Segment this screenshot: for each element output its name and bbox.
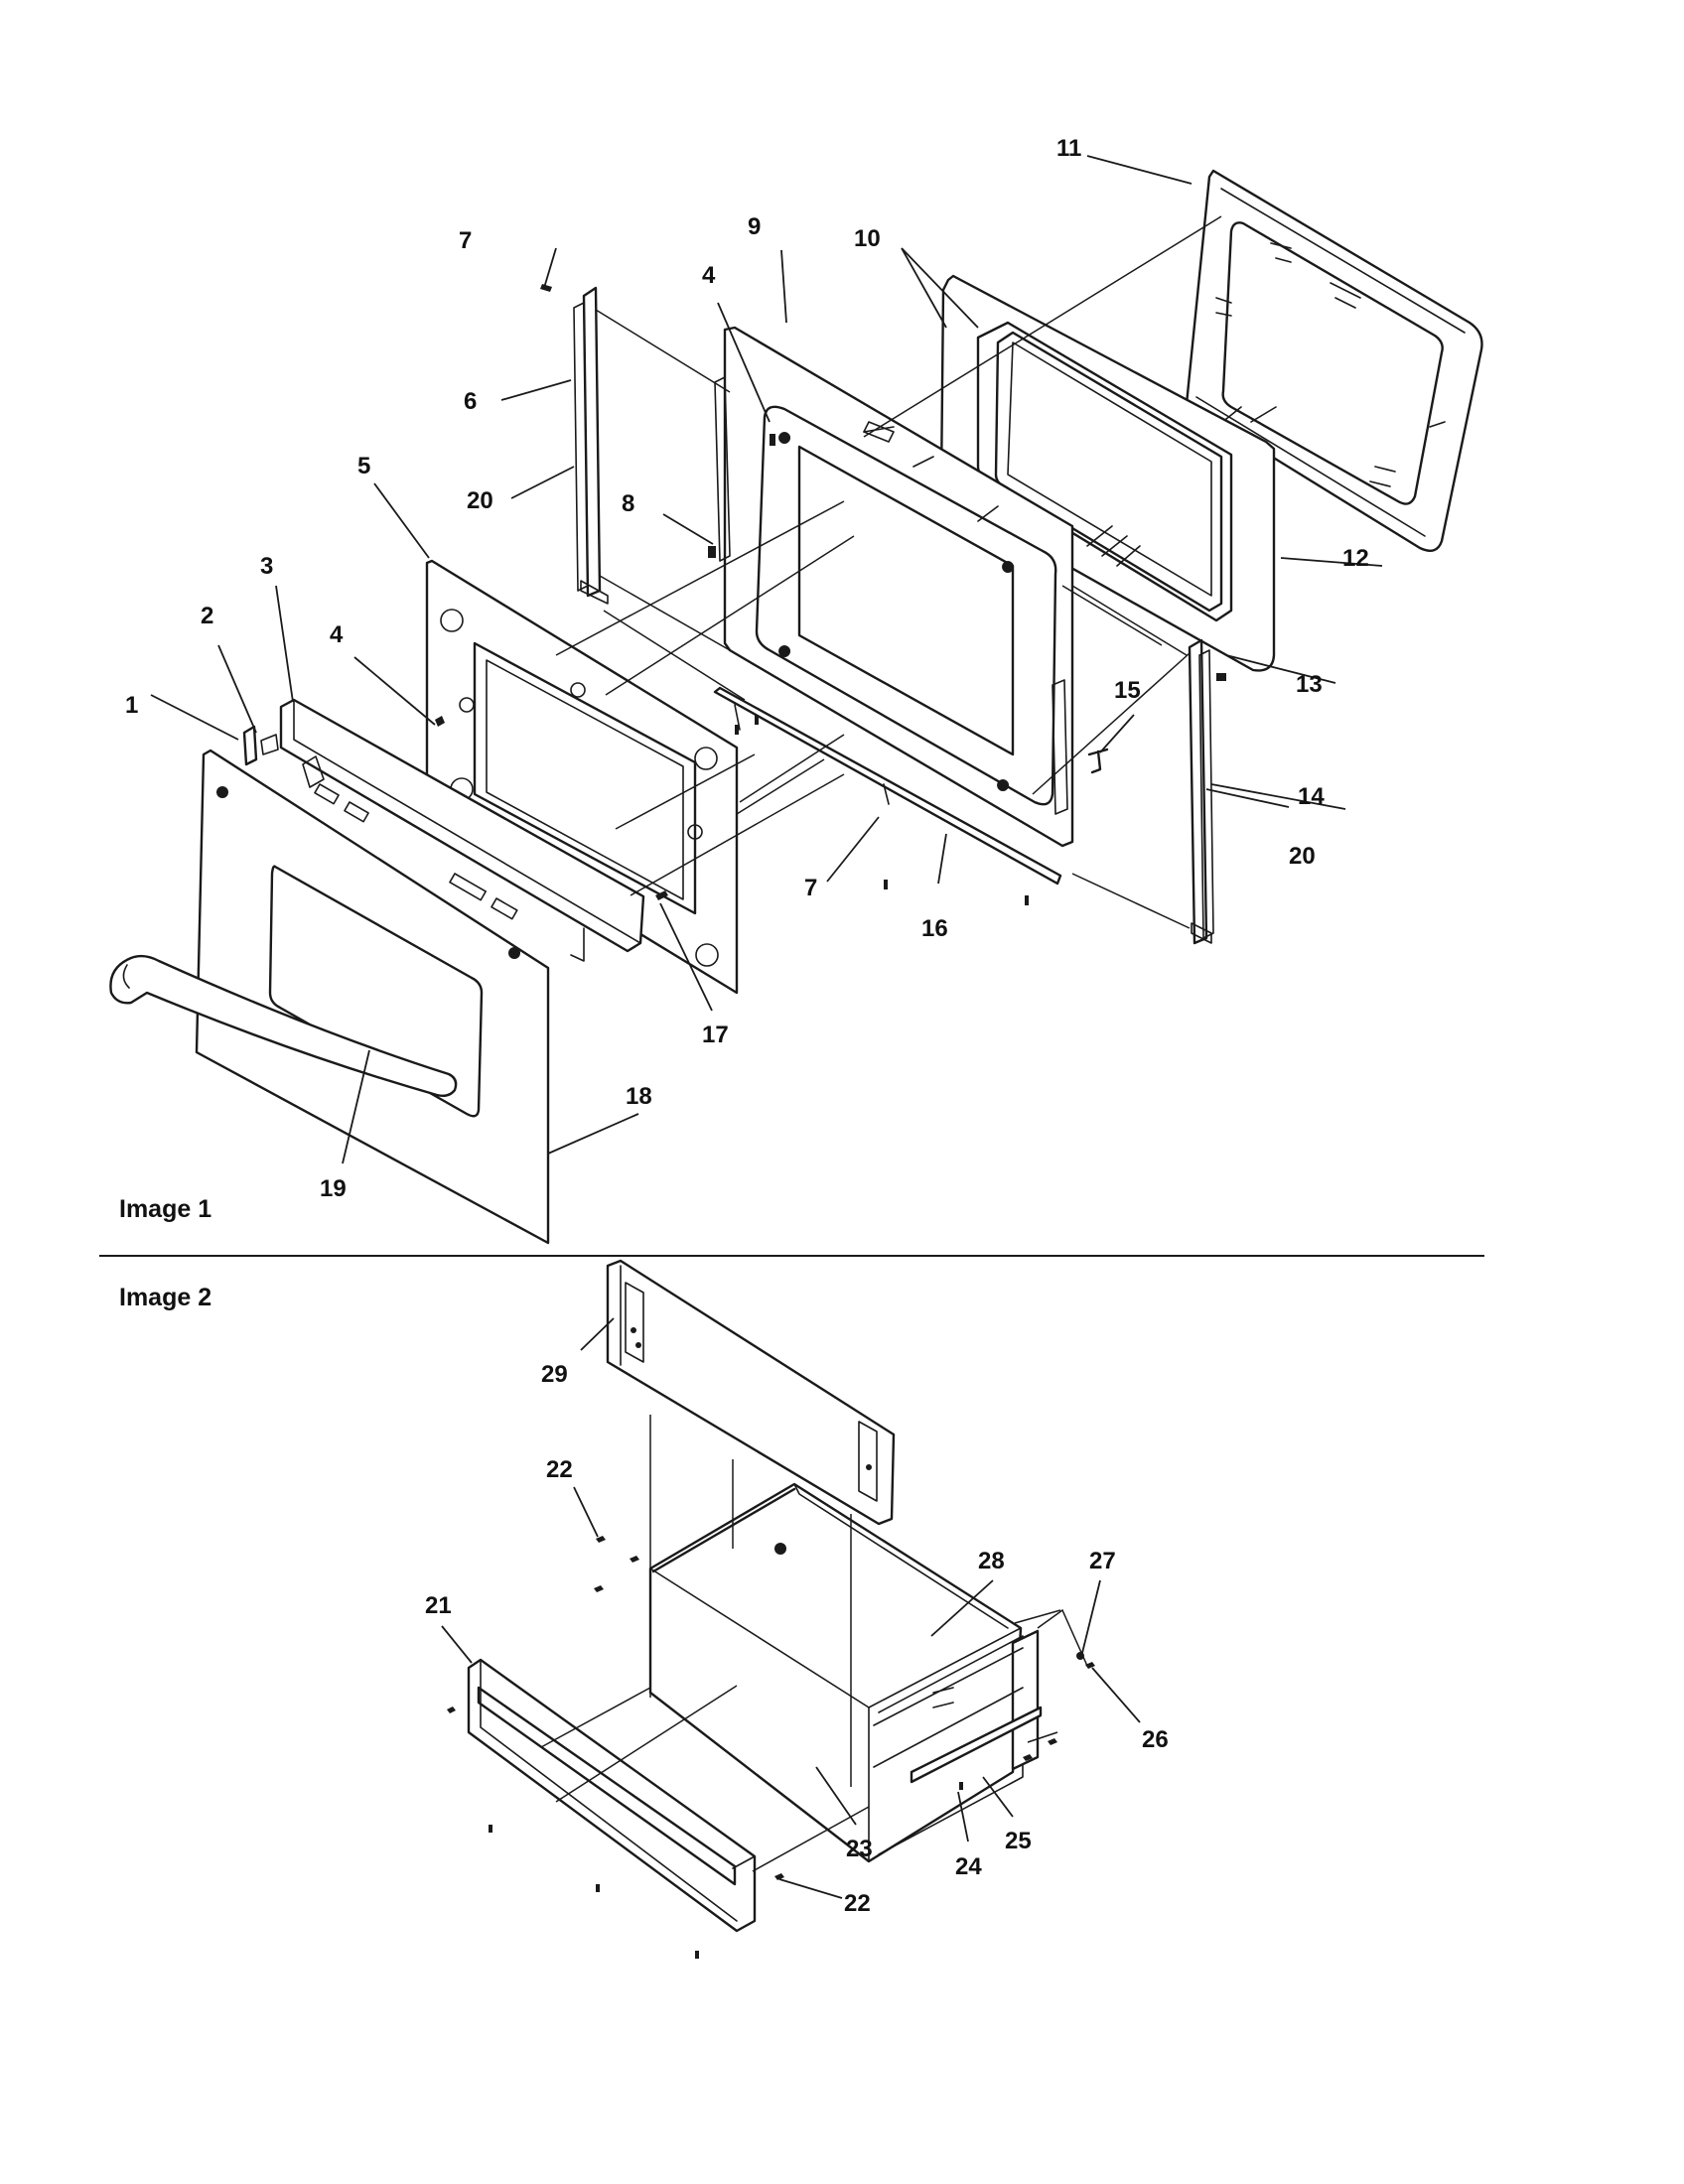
callout-9: 9 — [748, 213, 761, 240]
callout-26: 26 — [1142, 1726, 1169, 1753]
callout-15: 15 — [1114, 677, 1141, 704]
callout-20-right: 20 — [1289, 843, 1316, 870]
callout-8: 8 — [622, 490, 634, 517]
part-19-handle — [109, 954, 458, 1098]
part-1-2-clips — [242, 725, 279, 766]
part-10-glass-panels — [939, 274, 1276, 672]
leader-lines-image-2 — [441, 1317, 1141, 1899]
part-11-door-frame — [1185, 169, 1483, 552]
callout-7-lower: 7 — [804, 875, 817, 901]
explode-guide-lines — [555, 215, 1222, 929]
callout-7-top: 7 — [459, 227, 472, 254]
callout-2: 2 — [201, 603, 213, 629]
callout-13: 13 — [1296, 671, 1323, 698]
oven-door-assembly: 1 2 3 4 5 6 7 20 8 4 9 10 11 12 13 14 15… — [109, 135, 1483, 1245]
part-23-drawer-box — [648, 1482, 1024, 1863]
image-2-caption: Image 2 — [119, 1284, 211, 1311]
callout-4: 4 — [330, 621, 344, 648]
part-21-drawer-front — [467, 1658, 757, 1933]
part-3-bracket — [279, 698, 645, 962]
callout-19: 19 — [320, 1175, 347, 1202]
callouts-image-1: 1 2 3 4 5 6 7 20 8 4 9 10 11 12 13 14 15… — [125, 135, 1369, 1202]
part-6-left-hinge — [573, 286, 609, 605]
callout-5: 5 — [357, 453, 370, 479]
part-25-rail — [910, 1706, 1043, 1784]
callout-10: 10 — [854, 225, 881, 252]
image-1-caption: Image 1 — [119, 1195, 211, 1223]
callout-25: 25 — [1005, 1828, 1032, 1854]
callout-23: 23 — [846, 1836, 873, 1862]
callout-1: 1 — [125, 692, 138, 719]
callout-4-upper: 4 — [702, 262, 716, 289]
storage-drawer-assembly: Image 2 — [119, 1259, 1169, 1959]
callout-18: 18 — [626, 1083, 652, 1110]
part-5-door-panel — [425, 559, 739, 995]
callout-22-lower: 22 — [844, 1890, 871, 1917]
callout-17: 17 — [702, 1022, 729, 1048]
screws-image-1 — [435, 284, 1226, 905]
callouts-image-2: 29 22 21 28 27 26 25 24 23 22 — [425, 1361, 1169, 1917]
explode-guide-lines-2 — [540, 1415, 1088, 1872]
callout-16: 16 — [921, 915, 948, 942]
part-9-inner-liner — [714, 326, 1074, 848]
screws-image-2 — [447, 1536, 1095, 1959]
leader-lines-image-1 — [150, 155, 1383, 1164]
callout-11: 11 — [1056, 135, 1081, 162]
part-14-right-hinge — [1188, 638, 1214, 945]
callout-21: 21 — [425, 1592, 452, 1619]
callout-24: 24 — [955, 1853, 982, 1880]
part-29-back-panel — [606, 1259, 896, 1526]
callout-22-upper: 22 — [546, 1456, 573, 1483]
callout-29: 29 — [541, 1361, 568, 1388]
callout-20-left: 20 — [467, 487, 493, 514]
part-28-slide — [873, 1629, 1040, 1771]
part-16-bottom-strip — [713, 686, 1062, 886]
callout-3: 3 — [260, 553, 273, 580]
callout-6: 6 — [464, 388, 477, 415]
callout-12: 12 — [1342, 545, 1369, 572]
callout-27: 27 — [1089, 1548, 1116, 1574]
callout-28: 28 — [978, 1548, 1005, 1574]
callout-14: 14 — [1298, 783, 1325, 810]
